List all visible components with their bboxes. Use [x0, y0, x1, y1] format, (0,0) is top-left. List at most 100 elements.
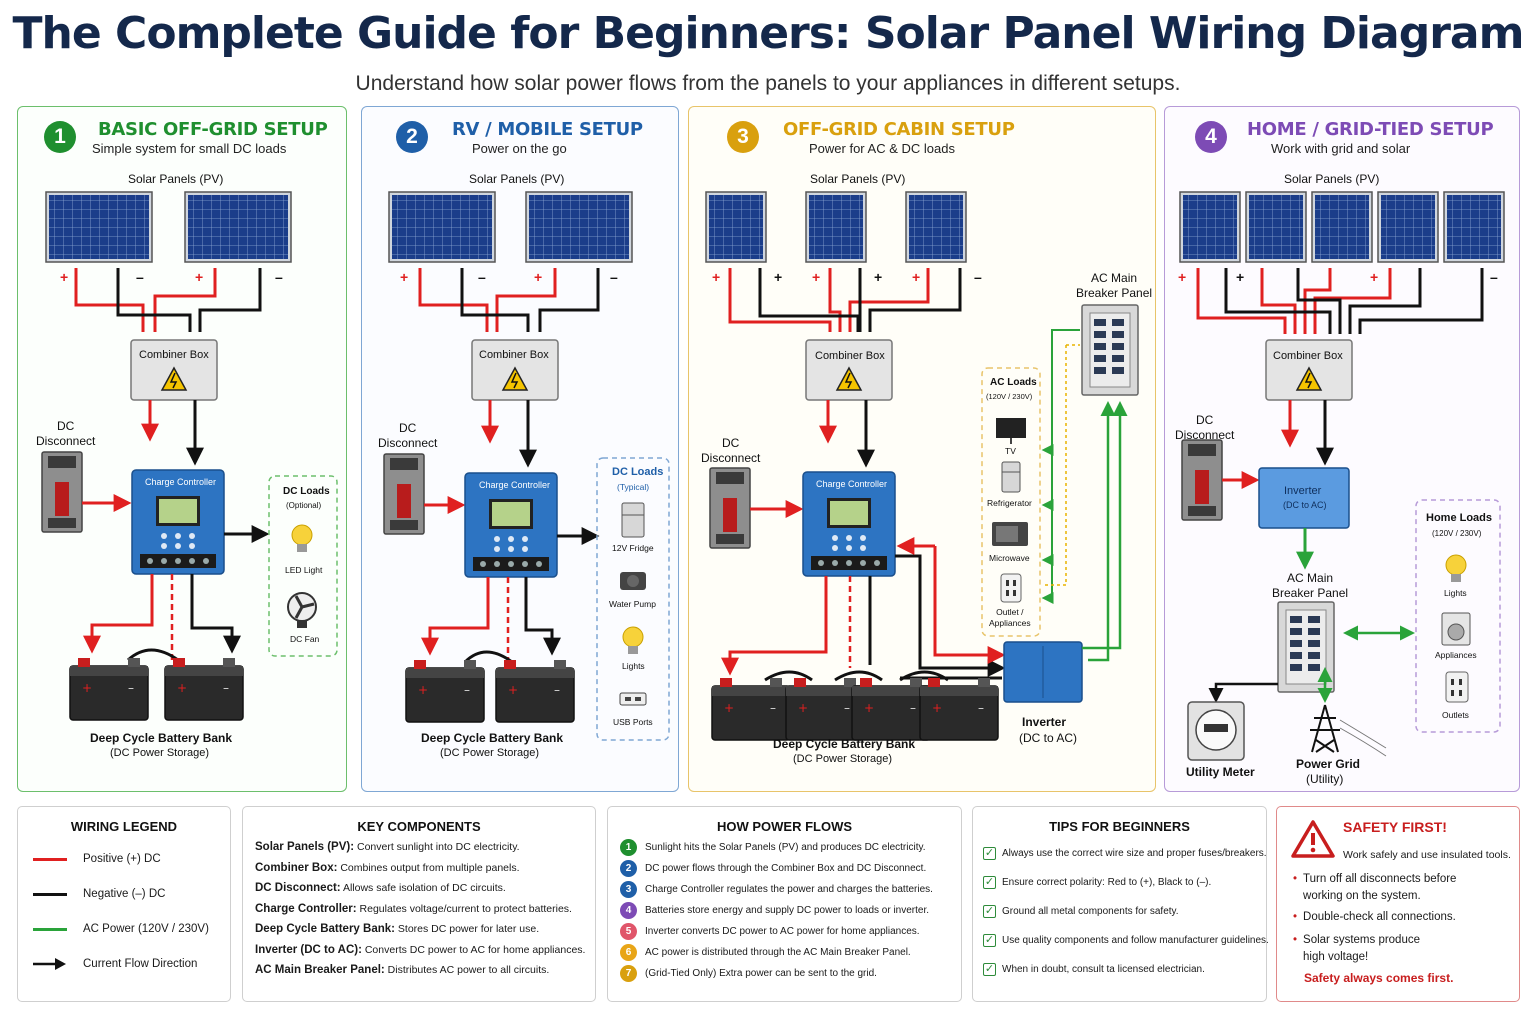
legend-item: AC Power (120V / 230V): [33, 919, 209, 939]
tip-item: ✓Ensure correct polarity: Red to (+), Bl…: [983, 876, 1212, 889]
svg-text:+: +: [1370, 269, 1378, 285]
solar-panel: [1311, 191, 1373, 263]
label-tv: TV: [1005, 446, 1016, 456]
component-item: AC Main Breaker Panel: Distributes AC po…: [255, 964, 550, 976]
checkmark-icon: ✓: [983, 963, 996, 976]
svg-text:–: –: [136, 269, 144, 285]
safety-item: •Solar systems produce high voltage!: [1293, 934, 1420, 963]
cabin-setup-graphics: + + + + + –: [705, 191, 1139, 741]
tips-title: TIPS FOR BEGINNERS: [1049, 819, 1190, 834]
component-item: Inverter (DC to AC): Converts DC power t…: [255, 944, 586, 956]
warning-icon: [1291, 820, 1335, 858]
utility-meter-icon: [1187, 701, 1245, 761]
dc-disconnect: [709, 467, 751, 549]
svg-text:+: +: [774, 269, 782, 285]
lights-icon: [1445, 554, 1467, 583]
label-lights: Lights: [622, 661, 645, 671]
microwave-icon: [992, 522, 1028, 546]
battery: [711, 677, 791, 741]
tip-item: ✓Use quality components and follow manuf…: [983, 934, 1269, 947]
label-12v-fridge: 12V Fridge: [612, 543, 654, 553]
label-inverter-sub: (DC to AC): [1283, 500, 1327, 510]
legend-item: Current Flow Direction: [33, 954, 197, 974]
label-combiner-box: Combiner Box: [815, 350, 885, 362]
page-title: The Complete Guide for Beginners: Solar …: [12, 8, 1525, 59]
label-ac-breaker: AC Main Breaker Panel: [1272, 571, 1349, 600]
checkmark-icon: ✓: [983, 905, 996, 918]
component-item: Solar Panels (PV): Convert sunlight into…: [255, 841, 520, 853]
component-item: Charge Controller: Regulates voltage/cur…: [255, 903, 572, 915]
svg-text:–: –: [478, 269, 486, 285]
step-number-badge: 2: [396, 121, 428, 153]
tip-item: ✓When in doubt, consult ta licensed elec…: [983, 963, 1205, 976]
battery: [919, 677, 999, 741]
safety-item: •Double-check all connections.: [1293, 911, 1456, 923]
flow-title: HOW POWER FLOWS: [716, 819, 853, 834]
dc-disconnect: [41, 451, 83, 533]
label-dc-loads: DC Loads: [283, 486, 330, 497]
safety-footer: Safety always comes first.: [1304, 971, 1454, 985]
setup-title: BASIC OFF-GRID SETUP: [98, 119, 328, 140]
battery: [69, 657, 149, 721]
safety-item: •Turn off all disconnects before working…: [1293, 873, 1457, 902]
label-grid-sub: (Utility): [1306, 772, 1344, 786]
safety-box: SAFETY FIRST! Work safely and use insula…: [1276, 806, 1520, 1002]
tips-box: TIPS FOR BEGINNERS ✓Always use the corre…: [972, 806, 1269, 1002]
dc-disconnect: [383, 453, 425, 535]
svg-text:+: +: [400, 269, 408, 285]
key-components-box: KEY COMPONENTS Solar Panels (PV): Conver…: [242, 806, 596, 1002]
outlet-icon: [1445, 671, 1469, 703]
checkmark-icon: ✓: [983, 876, 996, 889]
battery: [405, 659, 485, 723]
rv-setup-graphics: + – + –: [383, 191, 670, 741]
svg-text:+: +: [1178, 269, 1186, 285]
combiner-box: [805, 339, 893, 401]
label-loads-sub: (120V / 230V): [986, 392, 1033, 401]
refrigerator-icon: [1001, 461, 1021, 493]
svg-text:+: +: [60, 269, 68, 285]
label-battery-bank: Deep Cycle Battery Bank: [773, 737, 916, 751]
label-solar-panels: Solar Panels (PV): [810, 172, 906, 186]
label-battery-sub: (DC Power Storage): [110, 747, 210, 759]
solar-panel: [184, 191, 292, 263]
label-dc-loads: DC Loads: [612, 466, 664, 478]
label-ac-loads: AC Loads: [990, 377, 1037, 388]
setup-subtitle: Power on the go: [472, 141, 567, 156]
basic-setup-graphics: + – + –: [41, 191, 338, 721]
led-light-icon: [291, 524, 313, 553]
label-solar-panels: Solar Panels (PV): [1284, 172, 1380, 186]
wiring-legend-box: WIRING LEGEND Positive (+) DC Negative (…: [17, 806, 231, 1002]
label-combiner-box: Combiner Box: [479, 349, 549, 361]
step-number-badge: 1: [44, 121, 76, 153]
label-led-light: LED Light: [285, 565, 323, 575]
step-number-badge: 4: [1195, 121, 1227, 153]
label-power-grid: Power Grid: [1296, 757, 1361, 771]
label-solar-panels: Solar Panels (PV): [469, 172, 565, 186]
combiner-box: [1265, 339, 1353, 401]
safety-title: SAFETY FIRST!: [1343, 819, 1447, 835]
svg-text:–: –: [974, 269, 982, 285]
setup-subtitle: Work with grid and solar: [1271, 141, 1411, 156]
svg-text:–: –: [1490, 269, 1498, 285]
svg-text:–: –: [610, 269, 618, 285]
legend-title: WIRING LEGEND: [70, 819, 178, 834]
label-dc-disconnect: DC Disconnect: [378, 421, 438, 450]
solar-panel: [45, 191, 153, 263]
label-inverter: Inverter: [1022, 715, 1067, 729]
solar-panel: [388, 191, 496, 263]
battery: [164, 657, 244, 721]
svg-text:+: +: [812, 269, 820, 285]
label-loads-sub: (120V / 230V): [1432, 529, 1482, 538]
water-pump-icon: [620, 572, 646, 590]
component-item: DC Disconnect: Allows safe isolation of …: [255, 882, 506, 894]
solar-panel: [805, 191, 867, 263]
label-outlets: Outlets: [1442, 710, 1469, 720]
legend-item: Negative (–) DC: [33, 884, 165, 904]
checkmark-icon: ✓: [983, 934, 996, 947]
label-combiner-box: Combiner Box: [139, 349, 209, 361]
label-water-pump: Water Pump: [609, 599, 656, 609]
battery: [851, 677, 931, 741]
